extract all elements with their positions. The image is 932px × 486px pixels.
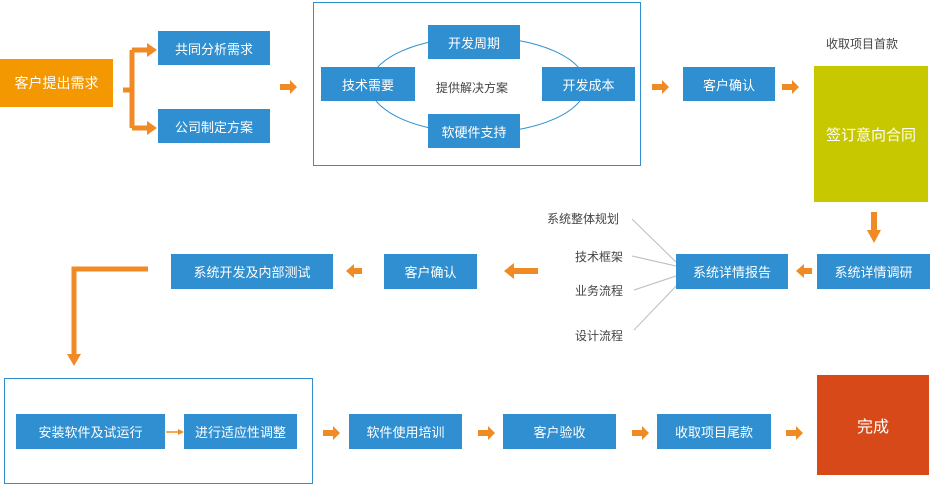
acceptance-label: 客户验收 [533, 426, 586, 441]
hw-sw-support-label: 软硬件支持 [441, 125, 507, 141]
business-flow-label: 业务流程 [575, 284, 624, 298]
joint-analysis-box: 共同分析需求 [158, 31, 270, 65]
final-payment-box: 收取项目尾款 [657, 414, 771, 449]
arrow-to-confirm-1 [652, 80, 669, 94]
dev-cycle-label: 开发周期 [447, 36, 500, 52]
sign-contract-box: 签订意向合同 [814, 66, 928, 202]
arrow-to-contract [782, 80, 799, 94]
dev-test-label: 系统开发及内部测试 [193, 266, 311, 281]
arrow-to-confirm-2 [504, 263, 538, 279]
install-trial-label: 安装软件及试运行 [38, 426, 143, 441]
arrow-to-solution [280, 80, 297, 94]
arrow-to-training [323, 426, 340, 440]
adapt-adjust-box: 进行适应性调整 [184, 414, 297, 449]
overall-plan-label: 系统整体规划 [547, 212, 620, 226]
dev-cost-label: 开发成本 [562, 78, 615, 94]
company-plan-label: 公司制定方案 [174, 120, 253, 136]
training-label: 软件使用培训 [366, 426, 445, 441]
arrow-to-acceptance [478, 426, 495, 440]
first-payment-label: 收取项目首款 [826, 37, 899, 51]
customer-confirm-1-label: 客户确认 [702, 78, 755, 94]
install-frame [4, 378, 313, 484]
detail-report-box: 系统详情报告 [676, 254, 788, 289]
detail-research-label: 系统详情调研 [834, 266, 913, 281]
done-box: 完成 [817, 375, 929, 475]
l-arrow-to-install [71, 266, 148, 358]
arrow-to-report [796, 264, 812, 278]
tech-framework-label: 技术框架 [575, 250, 624, 264]
arrow-to-dev-test [346, 264, 362, 278]
solution-frame [313, 2, 641, 166]
final-payment-label: 收取项目尾款 [674, 426, 753, 441]
tech-needs-box: 技术需要 [321, 67, 415, 101]
done-label: 完成 [856, 417, 889, 436]
hw-sw-support-box: 软硬件支持 [428, 114, 520, 148]
report-fan-lines [631, 218, 681, 331]
arrowhead-bracket-bottom [147, 121, 157, 135]
install-trial-box: 安装软件及试运行 [16, 414, 165, 449]
dev-cost-box: 开发成本 [542, 67, 635, 101]
arrowhead-l-arrow [67, 354, 81, 366]
detail-research-box: 系统详情调研 [817, 254, 930, 289]
acceptance-box: 客户验收 [503, 414, 616, 449]
dev-test-box: 系统开发及内部测试 [171, 254, 333, 289]
arrow-down-to-research [867, 212, 881, 243]
detail-report-label: 系统详情报告 [692, 266, 771, 281]
joint-analysis-label: 共同分析需求 [174, 42, 253, 58]
adapt-adjust-label: 进行适应性调整 [194, 426, 286, 441]
customer-request-label: 客户提出需求 [14, 76, 99, 92]
company-plan-box: 公司制定方案 [158, 109, 270, 143]
customer-confirm-2-label: 客户确认 [404, 266, 457, 281]
tech-needs-label: 技术需要 [341, 78, 394, 94]
design-flow-label: 设计流程 [575, 329, 624, 343]
arrowhead-bracket-top [147, 43, 157, 57]
solution-label: 提供解决方案 [436, 81, 509, 95]
customer-confirm-1-box: 客户确认 [683, 67, 775, 101]
arrow-to-final-payment [632, 426, 649, 440]
dev-cycle-box: 开发周期 [428, 25, 520, 59]
customer-confirm-2-box: 客户确认 [384, 254, 477, 289]
branch-bracket [123, 47, 150, 131]
customer-request-box: 客户提出需求 [0, 59, 113, 107]
arrowhead-thin [178, 429, 184, 435]
sign-contract-label: 签订意向合同 [825, 125, 916, 144]
training-box: 软件使用培训 [349, 414, 462, 449]
arrow-to-done [786, 426, 803, 440]
